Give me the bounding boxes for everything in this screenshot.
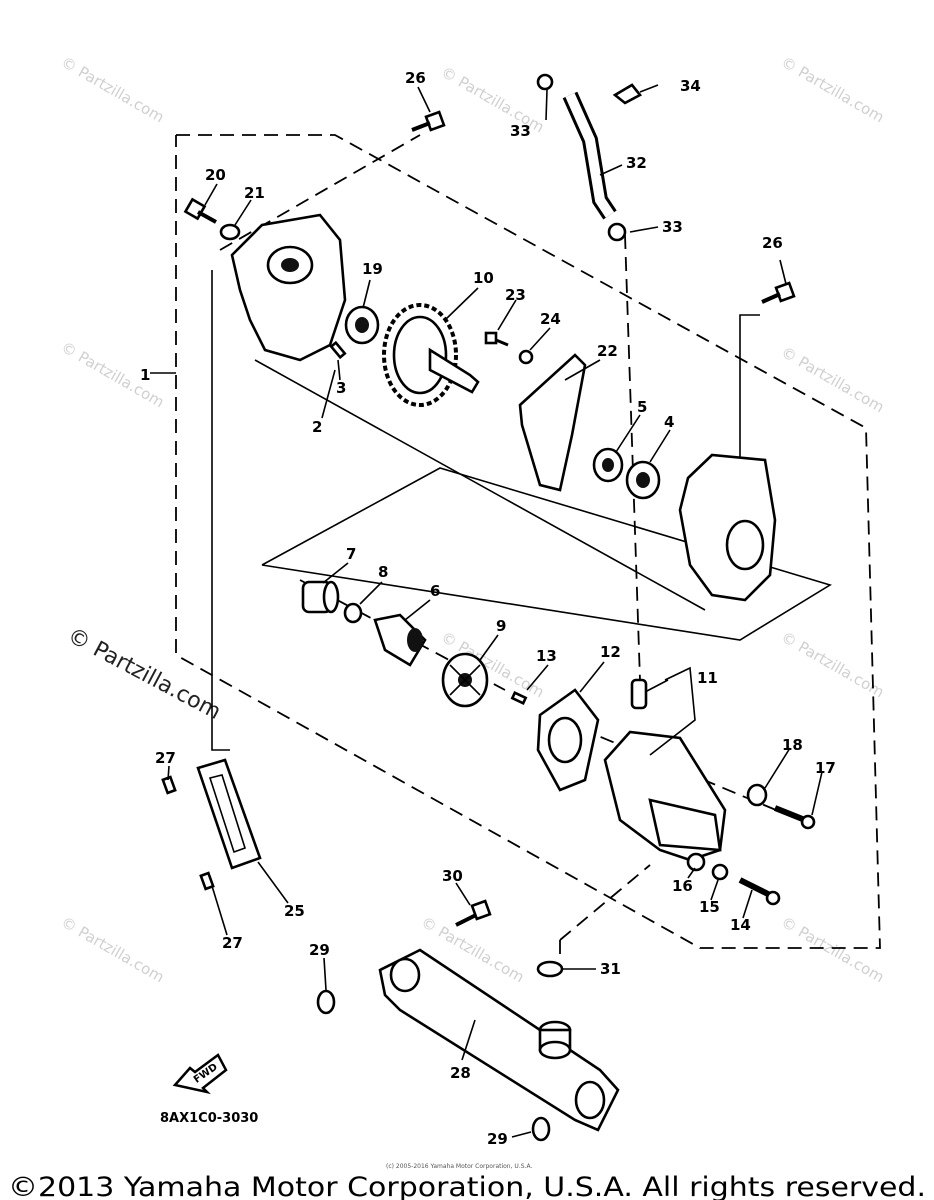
plate-22 — [518, 353, 587, 492]
leader-lines — [167, 84, 823, 1138]
callout-27-bottom: 27 — [222, 934, 243, 952]
watermark: © Partzilla.com — [778, 53, 887, 126]
callout-15: 15 — [699, 898, 720, 916]
washer-16 — [686, 852, 706, 872]
fitting-11 — [630, 678, 648, 710]
parts — [161, 73, 823, 1142]
bolt-20 — [183, 197, 217, 224]
callout-26-top: 26 — [405, 69, 426, 87]
o-ring-29-top — [316, 989, 336, 1015]
callout-21: 21 — [244, 184, 265, 202]
bolt-14 — [738, 877, 781, 906]
callout-20: 20 — [205, 166, 226, 184]
gear-shaft-10 — [382, 303, 480, 407]
bolt-23 — [484, 331, 509, 347]
watermark: © Partzilla.com — [58, 53, 167, 126]
clamp-33-bottom — [607, 222, 627, 242]
o-ring-31 — [536, 960, 564, 978]
callout-33-top: 33 — [510, 122, 531, 140]
watermark: © Partzilla.com — [778, 913, 887, 986]
housing-bore — [725, 519, 765, 571]
impeller-9 — [441, 652, 489, 708]
callout-9: 9 — [496, 617, 506, 635]
callout-14: 14 — [730, 916, 751, 934]
pump-outlet — [648, 798, 722, 852]
callout-17: 17 — [815, 759, 836, 777]
callout-6: 6 — [430, 582, 440, 600]
bolt-26-right — [761, 281, 796, 304]
watermark: © Partzilla.com — [58, 338, 167, 411]
cover-housing — [230, 213, 347, 362]
callout-32: 32 — [626, 154, 647, 172]
callout-24: 24 — [540, 310, 561, 328]
nut-15 — [711, 863, 729, 881]
watermark-main: © Partzilla.com — [63, 623, 225, 725]
callout-26-right: 26 — [762, 234, 783, 252]
diagram-code: 8AX1C0-3030 — [160, 1111, 258, 1126]
callout-labels: 1 2 3 4 5 6 7 8 9 10 11 12 13 14 15 16 1… — [140, 69, 836, 1148]
clamp-34 — [612, 83, 642, 105]
callout-31: 31 — [600, 960, 621, 978]
washer-8 — [343, 602, 363, 624]
cover-hole — [281, 258, 299, 272]
callout-4: 4 — [664, 413, 674, 431]
pin-27-bottom — [199, 871, 215, 891]
washer-21 — [219, 223, 241, 241]
main-housing — [678, 453, 777, 602]
callout-13: 13 — [536, 647, 557, 665]
callout-23: 23 — [505, 286, 526, 304]
pin-27-top — [161, 775, 177, 795]
bearing-4 — [625, 460, 661, 500]
callout-34: 34 — [680, 77, 701, 95]
callout-16: 16 — [672, 877, 693, 895]
o-ring-29-bottom — [531, 1116, 551, 1142]
callout-22: 22 — [597, 342, 618, 360]
collar-7 — [301, 580, 340, 614]
callout-8: 8 — [378, 563, 388, 581]
callout-1: 1 — [140, 366, 150, 384]
callout-28: 28 — [450, 1064, 471, 1082]
pin-3 — [329, 340, 347, 360]
bolt-30 — [455, 899, 492, 927]
clamp-33-top — [536, 73, 554, 91]
callout-25: 25 — [284, 902, 305, 920]
seal-6 — [373, 613, 427, 667]
callout-33-bottom: 33 — [662, 218, 683, 236]
callout-29-top: 29 — [309, 941, 330, 959]
gasket-25 — [196, 758, 262, 870]
bearing-19 — [344, 305, 380, 345]
callout-27-top: 27 — [155, 749, 176, 767]
callout-12: 12 — [600, 643, 621, 661]
watermark: © Partzilla.com — [58, 913, 167, 986]
watermark: © Partzilla.com — [778, 343, 887, 416]
callout-2: 2 — [312, 418, 322, 436]
nut-24 — [518, 349, 534, 365]
callout-30: 30 — [442, 867, 463, 885]
pin-13 — [510, 691, 528, 705]
footer-copyright: ©2013 Yamaha Motor Corporation, U.S.A. A… — [8, 1172, 926, 1200]
bolt-26-top — [411, 110, 446, 132]
callout-19: 19 — [362, 260, 383, 278]
callout-3: 3 — [336, 379, 346, 397]
fwd-arrow-icon: FWD — [172, 1053, 228, 1095]
small-copyright: (c) 2005-2016 Yamaha Motor Corporation, … — [386, 1163, 532, 1170]
callout-7: 7 — [346, 545, 356, 563]
seal-5 — [592, 447, 624, 483]
bolt-17 — [773, 805, 816, 830]
callout-11: 11 — [697, 669, 718, 687]
callout-5: 5 — [637, 398, 647, 416]
pipe-28 — [378, 948, 620, 1132]
callout-29-bottom: 29 — [487, 1130, 508, 1148]
washer-18 — [746, 783, 768, 807]
callout-10: 10 — [473, 269, 494, 287]
callout-18: 18 — [782, 736, 803, 754]
